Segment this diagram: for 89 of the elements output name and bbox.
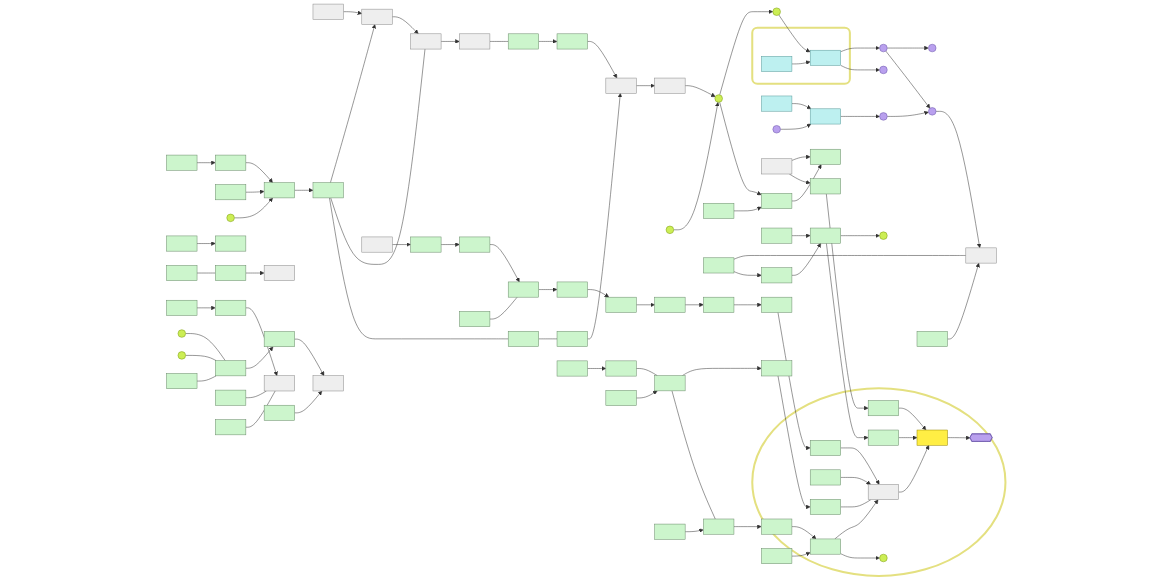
node-box — [761, 548, 793, 564]
connector — [733, 255, 967, 260]
cluster — [751, 26, 851, 85]
node-box — [507, 33, 539, 50]
node-box — [809, 538, 841, 555]
node-box — [507, 331, 539, 347]
node-box — [263, 375, 295, 392]
node-box — [761, 518, 793, 535]
node-box — [809, 227, 841, 244]
node-box — [556, 360, 588, 377]
node-circle — [177, 351, 186, 360]
node-box — [312, 375, 344, 392]
node-box — [965, 247, 997, 264]
node-circle — [928, 43, 937, 53]
node-box — [703, 296, 735, 313]
node-box — [809, 148, 841, 165]
node-box — [867, 400, 899, 417]
node-bar — [215, 299, 247, 316]
node-box — [703, 518, 735, 535]
node-box — [605, 390, 637, 406]
node-circle — [879, 231, 888, 240]
node-box — [263, 404, 295, 421]
node-box — [410, 33, 442, 50]
node-box — [312, 182, 344, 199]
node-box — [215, 419, 247, 436]
node-box — [761, 227, 793, 244]
node-bar — [809, 49, 841, 66]
node-circle — [928, 107, 937, 116]
node-box — [556, 331, 588, 347]
node-box — [215, 235, 247, 252]
node-box — [605, 296, 637, 313]
node-bar — [166, 154, 198, 171]
node-box — [263, 182, 295, 199]
node-bar — [166, 299, 198, 316]
node-box — [703, 203, 735, 219]
node-circle — [879, 65, 888, 74]
node-box — [605, 77, 637, 94]
node-box — [761, 193, 793, 209]
connector — [330, 48, 426, 265]
node-box — [654, 523, 686, 540]
node-box — [215, 389, 247, 406]
node-box — [166, 265, 198, 281]
node-box — [761, 158, 793, 175]
node-circle — [714, 94, 723, 103]
node-box — [867, 484, 899, 500]
node-bar — [761, 95, 793, 112]
node-bar — [215, 154, 247, 171]
node-box — [761, 296, 793, 313]
node-box — [361, 8, 393, 25]
node-circle — [879, 43, 888, 53]
node-circle — [772, 7, 781, 16]
node-bar — [215, 360, 247, 377]
node-box — [654, 77, 686, 94]
node-bar — [809, 108, 841, 125]
node-circle — [226, 213, 235, 222]
node-box — [556, 281, 588, 298]
node-box — [809, 469, 841, 486]
node-box — [605, 360, 637, 377]
node-box — [215, 184, 247, 201]
node-box — [410, 236, 442, 253]
node-box — [916, 331, 948, 347]
node-circle — [177, 329, 186, 338]
node-box — [809, 440, 841, 456]
node-box — [263, 265, 295, 281]
node-box — [654, 375, 686, 392]
node-box — [166, 373, 198, 389]
node-box — [556, 33, 588, 50]
node-circle — [772, 125, 781, 134]
node-box — [459, 33, 491, 50]
node-box — [166, 235, 198, 252]
node-box — [459, 311, 491, 327]
node-bar — [263, 331, 295, 347]
node-box — [916, 429, 948, 446]
node-box — [867, 429, 899, 446]
node-box — [215, 265, 247, 281]
node-bar — [761, 56, 793, 72]
node-box — [507, 281, 539, 298]
node-box — [761, 267, 793, 284]
node-circle — [879, 553, 888, 563]
node-box — [654, 296, 686, 313]
node-box — [459, 236, 491, 253]
node-box — [809, 178, 841, 195]
node-circle — [665, 225, 674, 234]
node-circle — [879, 112, 888, 121]
node-box — [809, 499, 841, 515]
node-box — [703, 257, 735, 274]
node-box — [312, 3, 344, 20]
node-box — [361, 236, 393, 253]
node-box — [761, 360, 793, 377]
